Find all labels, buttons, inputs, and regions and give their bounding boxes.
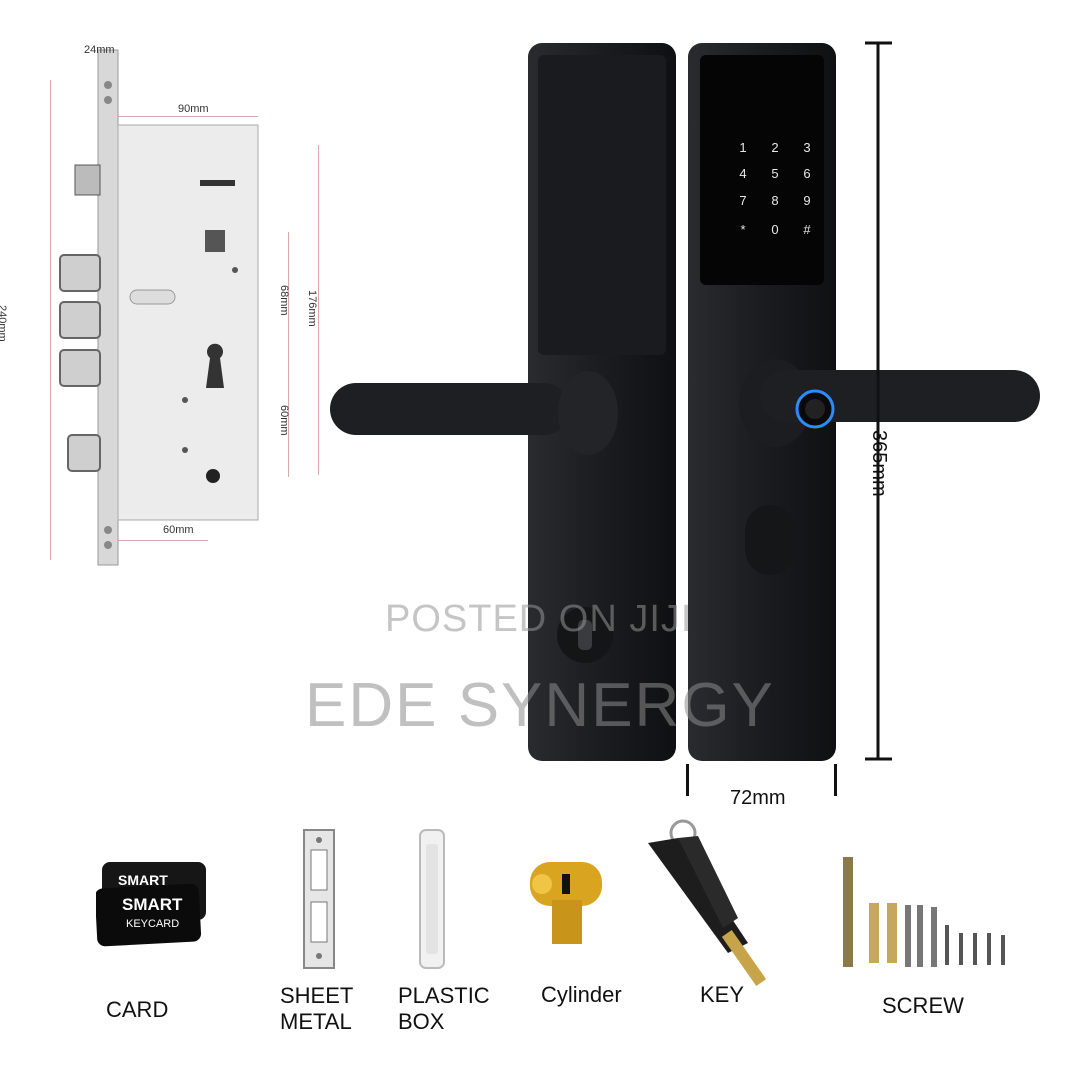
label-screw: SCREW	[882, 993, 964, 1018]
dim-line-60v	[288, 362, 289, 477]
keypad-key-2: 2	[771, 140, 779, 155]
width-dimension-label: 72mm	[730, 787, 786, 809]
keypad-key-5: 5	[771, 166, 779, 181]
dim-label-60h: 60mm	[163, 524, 194, 536]
keypad-key-1: 1	[739, 140, 747, 155]
label-sheet-metal-line1: SHEET	[280, 983, 354, 1008]
card-text-top: SMART	[118, 872, 168, 888]
keypad-key-7: 7	[739, 193, 747, 208]
smart-lock-drawing	[330, 41, 1040, 782]
dim-label-90: 90mm	[178, 103, 209, 115]
dim-line-240	[50, 80, 51, 560]
dim-label-68: 68mm	[278, 285, 290, 316]
label-card: CARD	[106, 997, 169, 1022]
dim-label-60v: 60mm	[278, 405, 290, 436]
keypad-key-3: 3	[803, 140, 811, 155]
dim-line-68	[288, 232, 289, 362]
card-text-sub: KEYCARD	[126, 918, 180, 930]
accessory-sheet-metal-image	[302, 828, 336, 970]
watermark-ede-synergy: EDE SYNERGY	[305, 671, 775, 740]
label-key: KEY	[700, 982, 745, 1007]
accessory-plastic-box-image	[416, 828, 448, 970]
keypad-key-8: 8	[771, 193, 779, 208]
keypad-key-0: 0	[771, 222, 779, 237]
dim-label-24: 24mm	[84, 44, 115, 56]
watermark-posted-on-jiji: POSTED ON JIJI	[385, 598, 693, 640]
keypad-key-star: *	[740, 222, 746, 237]
mortise-lock-diagram	[20, 40, 330, 580]
label-plastic-box-line1: PLASTIC	[398, 983, 490, 1008]
accessory-card-image	[94, 858, 211, 948]
dim-line-60h	[118, 540, 208, 541]
width-dim-tick-left	[686, 764, 689, 796]
label-cylinder: Cylinder	[541, 982, 622, 1007]
keypad-key-4: 4	[739, 166, 747, 181]
smart-lock-product	[320, 35, 1040, 782]
accessory-screws-image	[835, 855, 1010, 970]
accessory-cylinder-image	[522, 850, 610, 950]
mortise-lock-drawing	[59, 49, 259, 566]
dim-label-240: 240mm	[0, 305, 8, 342]
keypad-key-hash: #	[803, 222, 811, 237]
dim-line-176	[318, 145, 319, 475]
height-dimension-label: 365mm	[868, 430, 890, 497]
accessory-key-image	[638, 818, 818, 988]
keypad-key-6: 6	[803, 166, 811, 181]
width-dim-tick-right	[834, 764, 837, 796]
label-plastic-box-line2: BOX	[398, 1009, 445, 1034]
dim-label-176: 176mm	[306, 290, 318, 327]
label-sheet-metal-line2: METAL	[280, 1009, 352, 1034]
keypad-key-9: 9	[803, 193, 811, 208]
card-text-main: SMART	[122, 895, 183, 914]
dim-line-90	[118, 116, 258, 117]
